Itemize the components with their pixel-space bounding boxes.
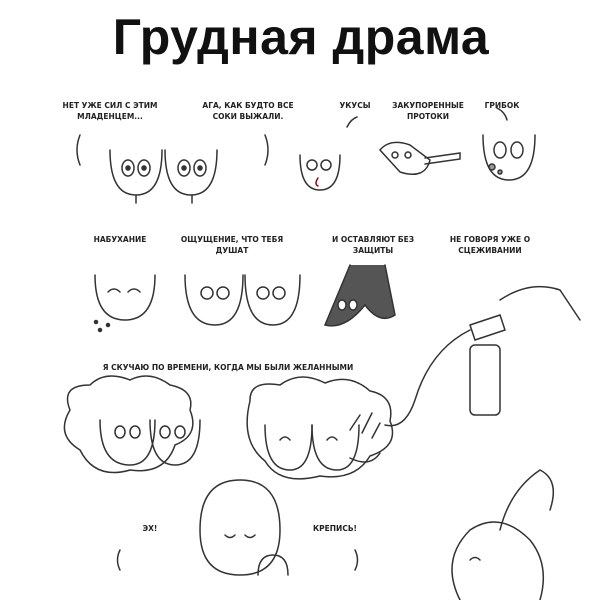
caption-line: ДУШАТ <box>215 246 249 255</box>
caption-no-protection: И ОСТАВЛЯЮТ БЕЗ ЗАЩИТЫ <box>332 234 414 256</box>
thought-cloud-left <box>63 375 201 474</box>
caption-line: ОЩУЩЕНИЕ, ЧТО ТЕБЯ <box>180 235 284 244</box>
caption-swelling: НАБУХАНИЕ <box>93 235 147 244</box>
caption-hang-in: КРЕПИСЬ! <box>313 524 357 533</box>
blocked-ducts-drawing <box>379 141 461 175</box>
caption-line: И ОСТАВЛЯЮТ БЕЗ <box>331 235 415 244</box>
caption-eh: ЭХ! <box>142 524 158 533</box>
tired-breasts-drawing <box>76 134 269 204</box>
caption-line: НЕ ГОВОРЯ УЖЕ О <box>449 235 531 244</box>
baby-nursing-drawing <box>451 469 555 600</box>
caption-line: МЛАДЕНЦЕМ... <box>77 112 143 121</box>
caption-line: ЗАКУПОРЕННЫЕ <box>392 101 464 110</box>
comic-title: Грудная драма <box>112 9 490 65</box>
caption-choked: ОЩУЩЕНИЕ, ЧТО ТЕБЯ ДУШАТ <box>181 234 283 256</box>
caption-line: СОКИ ВЫЖАЛИ. <box>212 112 284 121</box>
sad-breasts-drawing <box>116 479 359 576</box>
fungus-drawing <box>482 107 536 181</box>
breast-pump-drawing <box>384 285 581 427</box>
bra-drawing <box>323 264 396 327</box>
caption-line: ПРОТОКИ <box>406 112 450 121</box>
choked-drawing <box>184 274 301 326</box>
caption-line: АГА, КАК БУДТО ВСЕ <box>202 101 294 110</box>
caption-pumping: НЕ ГОВОРЯ УЖЕ О СЦЕЖИВАНИИ <box>450 234 530 256</box>
bites-drawing <box>299 116 358 191</box>
caption-line: НЕТ УЖЕ СИЛ С ЭТИМ <box>62 101 158 110</box>
caption-line: СЦЕЖИВАНИИ <box>458 246 522 255</box>
caption-no-strength: НЕТ УЖЕ СИЛ С ЭТИМ МЛАДЕНЦЕМ... <box>63 100 158 122</box>
swelling-drawing <box>93 274 156 333</box>
caption-juices: АГА, КАК БУДТО ВСЕ СОКИ ВЫЖАЛИ. <box>202 100 293 122</box>
caption-blocked-ducts: ЗАКУПОРЕННЫЕ ПРОТОКИ <box>392 100 464 122</box>
thought-cloud-right <box>246 376 394 480</box>
caption-bites: УКУСЫ <box>339 101 371 110</box>
caption-fungus: ГРИБОК <box>484 101 520 110</box>
caption-miss-times: Я СКУЧАЮ ПО ВРЕМЕНИ, КОГДА МЫ БЫЛИ ЖЕЛАН… <box>102 363 354 372</box>
caption-line: ЗАЩИТЫ <box>352 246 394 255</box>
